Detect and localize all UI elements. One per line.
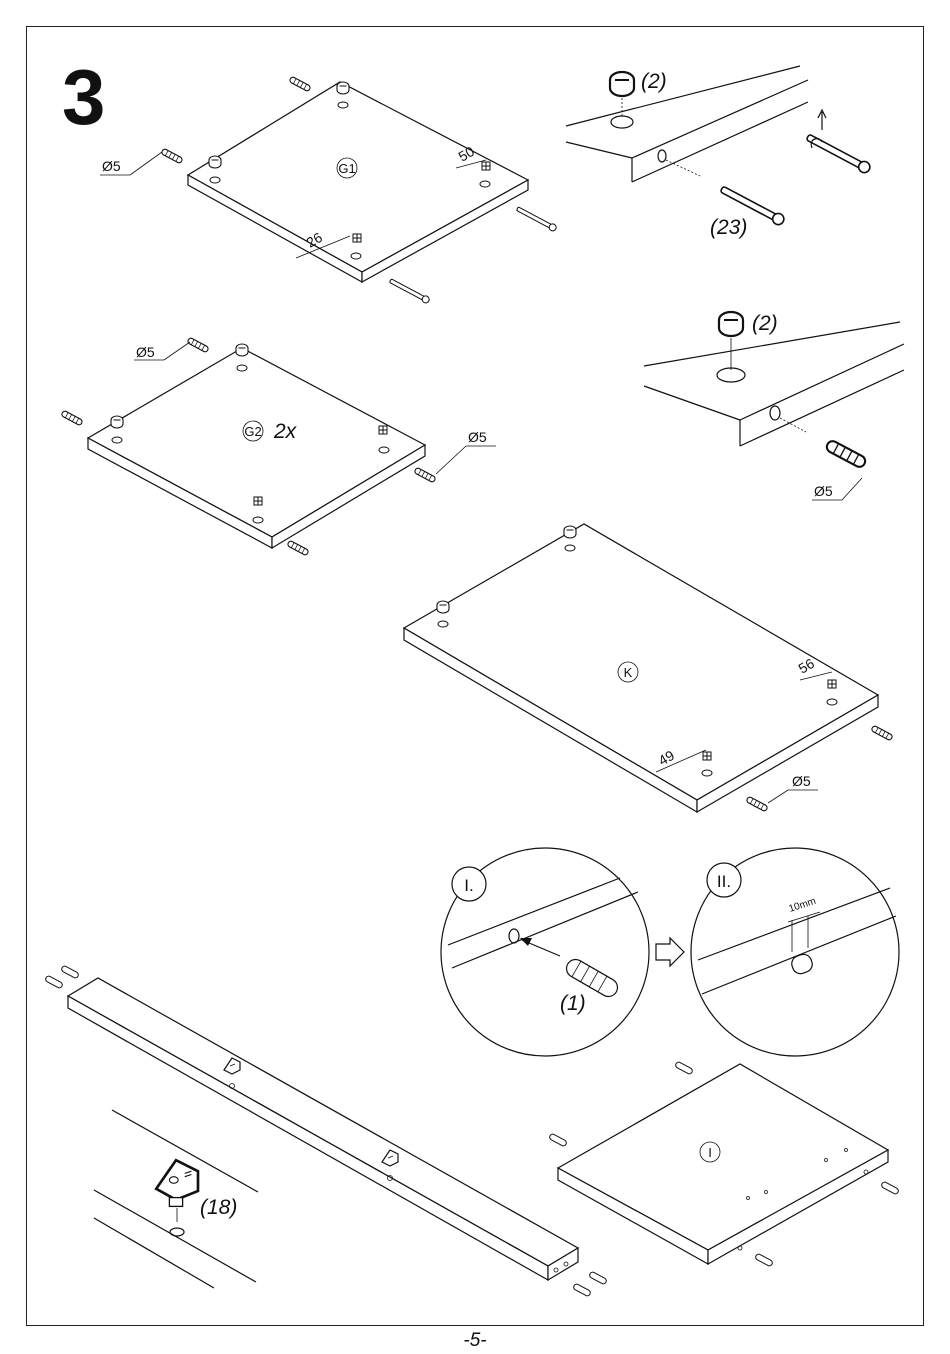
dowel-diameter-g2-right: Ø5: [468, 429, 487, 445]
panel-i: I: [548, 1060, 900, 1268]
cam-lock-icon: [235, 343, 249, 357]
dim-k-49: 49: [656, 747, 678, 769]
panel-label-circle: [242, 420, 264, 442]
cam-lock-icon: [717, 310, 745, 338]
dowel-icon: [565, 958, 619, 998]
cam-lock-icon: [110, 415, 124, 429]
cam-lock-icon: [208, 155, 222, 169]
dowel-icon: [674, 1060, 694, 1076]
dowel-icon: [286, 539, 310, 557]
dowel-icon: [60, 964, 80, 980]
dowel-detail: (2) Ø5: [643, 310, 905, 501]
cam-bolt-icon: [352, 233, 362, 243]
page-frame: [26, 26, 924, 1326]
cam-bolt-icon: [515, 205, 558, 233]
dowel-icon: [791, 953, 813, 975]
dowel-diameter-g1: Ø5: [102, 158, 121, 174]
bracket-icon: [381, 1149, 399, 1167]
dim-g1-26: 26: [304, 229, 326, 251]
dowel-icon: [60, 409, 84, 427]
dowel-icon: [870, 724, 894, 742]
panel-g1: G1 50 26 Ø5: [100, 75, 558, 305]
cam-hole: [337, 101, 349, 109]
dowel-icon: [754, 1252, 774, 1268]
panel-i-label: I: [708, 1145, 712, 1160]
dowel-icon: [588, 1270, 608, 1286]
arrow-up-icon: [817, 108, 827, 130]
rail-panel: [44, 964, 608, 1298]
dowel-icon: [880, 1180, 900, 1196]
detail-circle-two: 10mm II.: [690, 847, 900, 1057]
cam-hole: [252, 516, 264, 524]
detail-step-one: I.: [464, 876, 473, 895]
cam-bolt-icon: [378, 425, 388, 435]
arrow-right-icon: [655, 936, 685, 968]
bracket-detail: (18): [93, 1109, 259, 1289]
dowel-icon: [186, 336, 210, 354]
panel-k-label: K: [624, 665, 633, 680]
cam-hole: [479, 180, 491, 188]
dim-g1-50: 50: [456, 143, 478, 165]
cam-lock-icon: [436, 600, 450, 614]
cam-bolt-icon: [827, 679, 837, 689]
panel-label-circle: [699, 1141, 721, 1163]
cam-bolt-icon: [702, 751, 712, 761]
dowel-icon: [160, 147, 184, 165]
dowel-qty: (1): [560, 992, 586, 1015]
dowel-icon: [413, 466, 437, 484]
panel-g2: G2 2x Ø5 Ø5: [60, 336, 496, 557]
dowel-icon: [823, 438, 869, 470]
cam-hole: [564, 544, 576, 552]
offset-label: 10mm: [788, 896, 818, 915]
cam-bolt-icon: [253, 496, 263, 506]
panel-label-circle: [617, 661, 639, 683]
dowel-icon: [44, 974, 64, 990]
detail-circle-one: (1) I.: [440, 847, 650, 1057]
cam-lock-icon: [608, 70, 636, 98]
panel-label-circle: [336, 157, 358, 179]
arrow-left-icon: [520, 938, 532, 946]
cam-hole: [350, 252, 362, 260]
dowel-diameter-k: Ø5: [792, 773, 811, 789]
panel-k: K 56 49 Ø5: [402, 523, 894, 814]
page-number: -5-: [463, 1330, 487, 1351]
dowel-diameter-detail: Ø5: [814, 483, 833, 499]
cam-bolt-icon: [481, 161, 491, 171]
cam-hole: [378, 446, 390, 454]
panel-g2-label: G2: [244, 424, 261, 439]
cam-detail-1: (2) (23): [565, 65, 873, 239]
cam-qty: (2): [641, 70, 667, 93]
dowel-icon: [572, 1282, 592, 1298]
cam-hole: [236, 364, 248, 372]
clip-icon: [810, 138, 823, 149]
cam-hole: [716, 367, 746, 383]
cam-hole: [209, 176, 221, 184]
bracket-icon: [223, 1057, 241, 1075]
dim-k-56: 56: [796, 655, 818, 677]
dowel-icon: [548, 1132, 568, 1148]
cam-hole: [826, 698, 838, 706]
detail-step-two: II.: [717, 872, 731, 891]
dowel-icon: [745, 795, 769, 813]
cam-bolt-icon: [388, 277, 431, 305]
bracket-qty: (18): [200, 1196, 237, 1219]
bracket-icon: [154, 1158, 200, 1208]
cam-qty-2: (2): [752, 312, 778, 335]
cam-lock-icon: [563, 525, 577, 539]
step-number: 3: [62, 53, 105, 141]
dowel-diameter-g2-left: Ø5: [136, 344, 155, 360]
dowel-icon: [288, 75, 312, 93]
cam-hole: [701, 769, 713, 777]
panel-g1-label: G1: [338, 161, 355, 176]
panel-g2-qty: 2x: [273, 420, 298, 443]
bolt-qty: (23): [710, 216, 747, 239]
cam-hole: [111, 436, 123, 444]
cam-hole: [437, 620, 449, 628]
cam-lock-icon: [336, 81, 350, 95]
cam-hole: [610, 115, 634, 129]
